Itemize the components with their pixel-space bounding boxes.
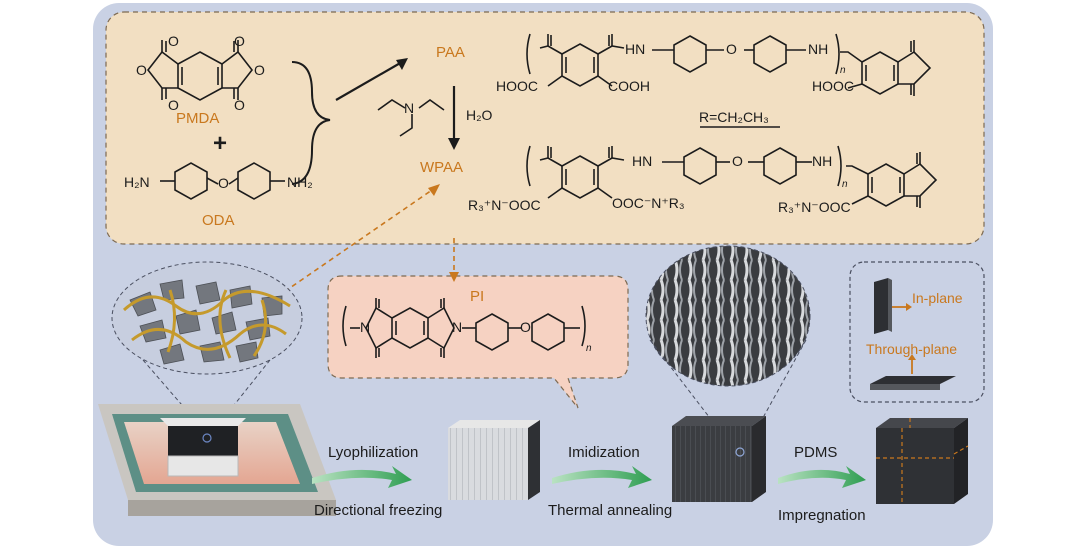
pmda-o5: O	[168, 97, 179, 113]
pmda-o3: O	[136, 62, 147, 78]
brace	[291, 61, 331, 185]
r-definition: R=CH₂CH₃	[699, 109, 769, 125]
oda-label: ODA	[202, 212, 235, 229]
wpaa-mid-group: OOC⁻N⁺R₃	[612, 195, 685, 211]
freezing-cube	[448, 420, 540, 500]
synthesis-box	[105, 11, 985, 245]
paa-hooc-left: HOOC	[496, 78, 538, 94]
in-plane-label: In-plane	[912, 290, 963, 306]
orange-dashed-arrows	[254, 189, 455, 313]
arrow-to-paa	[335, 61, 403, 101]
triethylamine	[377, 99, 445, 137]
paa-structure	[526, 33, 932, 96]
through-plane-label: Through-plane	[866, 341, 958, 357]
wpaa-network-chains	[122, 289, 291, 359]
paa-cooh: COOH	[608, 78, 650, 94]
pmda-molecule	[146, 40, 254, 101]
pmda-o2: O	[234, 33, 245, 49]
green-arrow-1	[312, 466, 412, 488]
through-plane-sample	[870, 354, 956, 390]
wpaa-structure	[526, 145, 938, 208]
step-pdms: PDMS	[794, 444, 838, 461]
oda-h2n: H₂N	[124, 174, 150, 190]
pmda-o4: O	[254, 62, 265, 78]
paa-n: n	[840, 65, 846, 76]
pi-label: PI	[470, 288, 485, 305]
paa-nh: NH	[808, 41, 829, 57]
step-thermal-annealing: Thermal annealing	[548, 502, 673, 519]
wpaa-o: O	[732, 153, 743, 169]
pi-n-left: N	[360, 319, 371, 335]
pi-structure	[342, 298, 586, 358]
paa-label: PAA	[436, 44, 465, 61]
wpaa-hn: HN	[632, 153, 653, 169]
pmda-label: PMDA	[176, 110, 220, 127]
green-arrow-2	[552, 466, 652, 488]
tea-n: N	[404, 100, 415, 116]
h2o-label: H₂O	[466, 107, 493, 123]
wpaa-left-group: R₃⁺N⁻OOC	[468, 197, 541, 213]
pi-o: O	[520, 319, 531, 335]
in-plane-sample	[874, 278, 912, 334]
step-lyophilization: Lyophilization	[328, 444, 419, 461]
step-imidization: Imidization	[568, 444, 640, 461]
oda-o: O	[218, 175, 229, 191]
plus-sign: +	[213, 130, 228, 157]
pmda-o6: O	[234, 97, 245, 113]
wpaa-label: WPAA	[420, 159, 464, 176]
step-impregnation: Impregnation	[778, 507, 866, 524]
paa-hooc-right: HOOC	[812, 78, 854, 94]
oda-nh2: NH₂	[287, 174, 313, 190]
step-directional-freezing: Directional freezing	[314, 502, 443, 519]
pdms-cube	[876, 418, 969, 504]
annealed-cube	[672, 416, 766, 502]
pmda-o1: O	[168, 33, 179, 49]
wpaa-nh: NH	[812, 153, 833, 169]
wpaa-right-group: R₃⁺N⁻OOC	[778, 199, 851, 215]
paa-hn: HN	[625, 41, 646, 57]
freezing-tray	[98, 404, 336, 516]
fiber-ellipse	[645, 245, 811, 387]
pi-n-index: n	[586, 343, 592, 354]
green-arrow-3	[778, 466, 866, 488]
pi-n-right: N	[452, 319, 463, 335]
wpaa-n: n	[842, 179, 848, 190]
oda-molecule	[160, 162, 285, 200]
paa-o: O	[726, 41, 737, 57]
